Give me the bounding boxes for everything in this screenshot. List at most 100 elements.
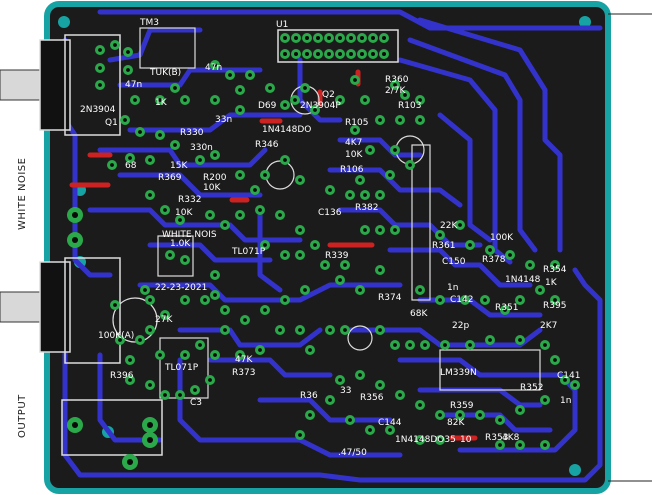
drill-hole xyxy=(223,308,227,312)
drill-hole xyxy=(378,328,382,332)
label-330n: 330n xyxy=(190,143,213,153)
drill-hole xyxy=(418,438,422,442)
drill-hole xyxy=(305,36,309,40)
label-47n-b: 47n xyxy=(205,63,222,73)
drill-hole xyxy=(213,353,217,357)
drill-hole xyxy=(423,343,427,347)
drill-hole xyxy=(263,243,267,247)
drill-hole xyxy=(393,148,397,152)
drill-hole xyxy=(371,52,375,56)
drill-hole xyxy=(138,338,142,342)
drill-hole xyxy=(98,48,102,52)
drill-hole xyxy=(148,158,152,162)
drill-hole xyxy=(316,52,320,56)
drill-hole xyxy=(238,88,242,92)
drill-hole xyxy=(438,413,442,417)
drill-hole xyxy=(483,298,487,302)
jack-white-noise xyxy=(0,34,121,136)
drill-hole xyxy=(316,36,320,40)
drill-hole xyxy=(353,128,357,132)
drill-hole xyxy=(158,353,162,357)
drill-hole xyxy=(208,213,212,217)
drill-hole xyxy=(338,36,342,40)
label-47n: 47n xyxy=(125,80,142,90)
drill-hole xyxy=(148,383,152,387)
drill-hole xyxy=(128,378,132,382)
drill-hole xyxy=(328,188,332,192)
drill-hole xyxy=(163,208,167,212)
drill-hole xyxy=(238,173,242,177)
drill-hole xyxy=(238,213,242,217)
label-r352: R352 xyxy=(520,383,543,393)
drill-hole xyxy=(438,298,442,302)
drill-hole xyxy=(178,218,182,222)
drill-hole xyxy=(478,413,482,417)
drill-hole xyxy=(358,373,362,377)
label-c3: C3 xyxy=(190,398,202,408)
drill-hole xyxy=(298,228,302,232)
drill-hole xyxy=(98,66,102,70)
drill-hole xyxy=(183,98,187,102)
label-q1: Q1 xyxy=(105,118,118,128)
drill-hole xyxy=(248,73,252,77)
drill-hole xyxy=(418,288,422,292)
drill-hole xyxy=(313,108,317,112)
label-r353: R353 xyxy=(485,433,508,443)
label-tm3: TM3 xyxy=(139,18,159,28)
label-q2-part: 2N3904P xyxy=(300,101,341,111)
drill-hole xyxy=(71,211,79,219)
label-4k8: 4K8 xyxy=(502,433,520,443)
drill-hole xyxy=(213,98,217,102)
label-r359: R359 xyxy=(450,401,474,411)
drill-hole xyxy=(293,98,297,102)
label-1n: 1n xyxy=(447,283,458,293)
label-r369: R369 xyxy=(158,173,182,183)
label-22k: 22K xyxy=(440,221,458,231)
copper-traces-bottom xyxy=(62,9,603,483)
pads xyxy=(67,40,580,470)
drill-hole xyxy=(378,268,382,272)
drill-hole xyxy=(338,278,342,282)
drill-hole xyxy=(283,253,287,257)
drill-hole xyxy=(198,158,202,162)
drill-hole xyxy=(543,443,547,447)
label-2k7: 2K7 xyxy=(540,321,557,331)
drill-hole xyxy=(138,130,142,134)
drill-hole xyxy=(133,98,137,102)
drill-hole xyxy=(278,328,282,332)
label-27k-b: 27K xyxy=(155,315,173,325)
jack-output xyxy=(0,257,121,364)
drill-hole xyxy=(148,193,152,197)
label-r378: R378 xyxy=(482,255,506,265)
header-pins xyxy=(280,33,389,59)
drill-hole xyxy=(168,253,172,257)
drill-hole xyxy=(343,328,347,332)
drill-hole xyxy=(278,213,282,217)
label-22p: 22p xyxy=(452,321,469,331)
drill-hole xyxy=(203,298,207,302)
drill-hole xyxy=(408,343,412,347)
drill-hole xyxy=(418,118,422,122)
label-diode-b: 1N4148DO35 xyxy=(395,435,456,445)
drill-hole xyxy=(263,173,267,177)
drill-hole xyxy=(378,193,382,197)
drill-hole xyxy=(518,298,522,302)
drill-hole xyxy=(323,263,327,267)
label-r354: R354 xyxy=(543,265,567,275)
label-r330: R330 xyxy=(180,128,204,138)
drill-hole xyxy=(363,228,367,232)
drill-hole xyxy=(348,193,352,197)
drill-hole xyxy=(338,98,342,102)
drill-hole xyxy=(183,258,187,262)
label-r351: R351 xyxy=(495,303,518,313)
drill-hole xyxy=(382,52,386,56)
label-1n-b: 1n xyxy=(560,396,571,406)
drill-hole xyxy=(528,263,532,267)
label-diode-a: 1N4148DO xyxy=(262,125,311,135)
drill-hole xyxy=(508,253,512,257)
drill-hole xyxy=(253,188,257,192)
drill-hole xyxy=(305,52,309,56)
drill-hole xyxy=(348,418,352,422)
drill-hole xyxy=(213,293,217,297)
